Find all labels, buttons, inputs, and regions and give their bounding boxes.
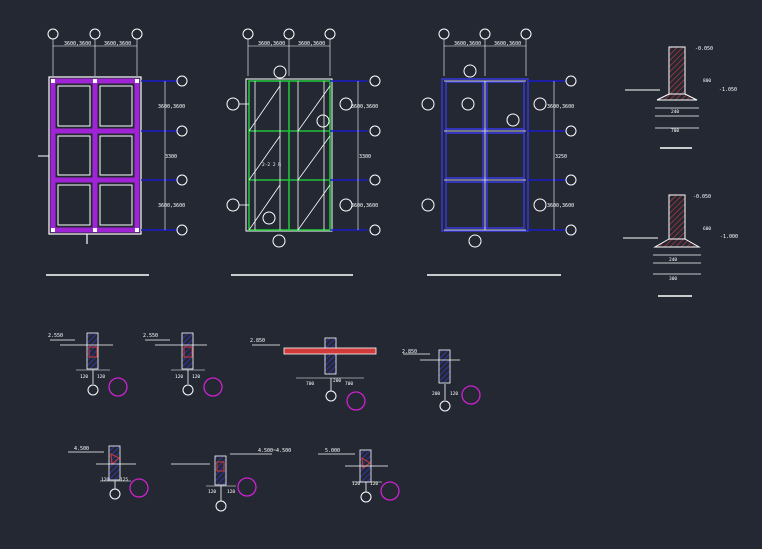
- plan3-side-dim-2: 3250: [555, 154, 567, 160]
- section-a-side-elev: -1.050: [719, 87, 737, 93]
- detail7-dim-l: 120: [352, 481, 360, 487]
- detail-5[interactable]: 4.500 120 125: [68, 445, 149, 500]
- detail6-dim-l: 120: [208, 489, 216, 495]
- detail-6[interactable]: 4.500~4.500 120 120: [171, 448, 291, 512]
- plan2-side-dim-2: 3300: [359, 154, 371, 160]
- plan1-side-dim-3: 3600,3600: [158, 203, 185, 209]
- plan2-callout: 2-2 2 R: [262, 162, 281, 168]
- plan1-top-dim-1: 3600,3600: [64, 41, 91, 47]
- detail-1[interactable]: 2.550 120 120: [48, 332, 128, 397]
- detail3-dim-c: 200: [333, 378, 341, 384]
- detail2-elev: 2.550: [143, 333, 158, 339]
- detail-4[interactable]: 2.850 200 120: [402, 349, 481, 412]
- plan1-side-dim-2: 3300: [165, 154, 177, 160]
- section-a-dim-1: 800: [703, 78, 711, 84]
- detail4-dim-r: 120: [450, 391, 458, 397]
- section-b-dim-2: 240: [669, 257, 677, 263]
- plan1-side-dim-1: 3600,3600: [158, 104, 185, 110]
- plan3-top-dim-2: 3600,3600: [494, 41, 521, 47]
- detail6-elev: 4.500~4.500: [258, 448, 291, 454]
- detail5-elev: 4.500: [74, 446, 89, 452]
- section-a-top-elev: -0.050: [695, 46, 713, 52]
- detail-3[interactable]: 2.850 700 200 700: [250, 337, 377, 411]
- detail2-dim-r: 120: [192, 374, 200, 380]
- section-b-dim-1: 600: [703, 226, 711, 232]
- plan3-side-dim-3: 3600,3600: [547, 203, 574, 209]
- plan2-side-dim-3: 3600,3600: [351, 203, 378, 209]
- plan2-side-dim-1: 3600,3600: [351, 104, 378, 110]
- floor-plan-1[interactable]: 3600,3600 3600,3600: [38, 28, 188, 276]
- detail2-dim-l: 120: [175, 374, 183, 380]
- detail1-dim-l: 120: [80, 374, 88, 380]
- detail3-dim-l: 700: [306, 381, 314, 387]
- section-b-top-elev: -0.050: [693, 194, 711, 200]
- plan3-top-dim-1: 3600,3600: [454, 41, 481, 47]
- detail5-dim-l: 120: [101, 477, 109, 483]
- detail3-dim-r: 700: [345, 381, 353, 387]
- detail6-dim-r: 120: [227, 489, 235, 495]
- detail1-dim-r: 120: [97, 374, 105, 380]
- section-a-dim-2: 240: [671, 109, 679, 115]
- detail7-elev: 5.000: [325, 448, 340, 454]
- detail4-dim-l: 200: [432, 391, 440, 397]
- floor-plan-2[interactable]: 3600,3600 3600,3600 2-2 2 R 3600,3600: [226, 28, 381, 276]
- section-b-side-elev: -1.000: [720, 234, 738, 240]
- detail3-elev: 2.850: [250, 338, 265, 344]
- detail1-elev: 2.550: [48, 333, 63, 339]
- plan2-top-dim-2: 3600,3600: [298, 41, 325, 47]
- foundation-section-b[interactable]: -0.050 -1.000 600 240 300: [623, 194, 738, 297]
- section-a-base: 700: [671, 128, 679, 134]
- floor-plan-3[interactable]: 3600,3600 3600,3600 3600,3600 3250 3600,…: [421, 28, 577, 276]
- plan3-side-dim-1: 3600,3600: [547, 104, 574, 110]
- section-b-base: 300: [669, 276, 677, 282]
- detail-2[interactable]: 2.550 120 120: [143, 332, 223, 397]
- detail7-dim-r: 120: [370, 481, 378, 487]
- detail-7[interactable]: 5.000 120 120: [318, 448, 400, 503]
- plan1-top-dim-2: 3600,3600: [104, 41, 131, 47]
- detail5-dim-r: 125: [120, 477, 128, 483]
- detail4-elev: 2.850: [402, 349, 417, 355]
- plan2-top-dim-1: 3600,3600: [258, 41, 285, 47]
- foundation-section-a[interactable]: -0.050 -1.050 800 240 700: [625, 46, 737, 149]
